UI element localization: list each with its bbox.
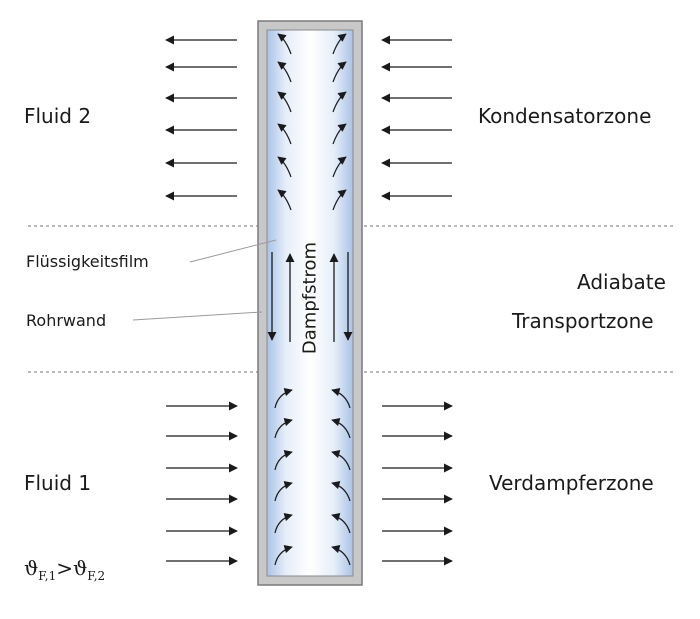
wall-leader-line [132,311,263,321]
evaporation-curve-left-arrow [274,513,293,534]
theta-2-subscript: F,2 [87,569,106,583]
evaporation-curve-right-arrow [331,481,351,502]
evaporation-curve-left-arrow [274,545,293,566]
condensation-curve-left-arrow [277,91,292,113]
evaporation-curve-right-arrow [331,418,351,439]
evaporation-curve-right-arrow [331,388,351,409]
theta-1-subscript: F,1 [38,569,57,583]
condensation-curve-left-arrow [277,61,292,83]
evaporation-curve-right-arrow [331,545,351,566]
fluid2-label: Fluid 2 [24,104,92,128]
condensation-curve-left-arrow [277,189,292,211]
adiabate-label: Adiabate [577,270,666,294]
evaporation-curve-left-arrow [274,388,293,409]
greater-than-sign: > [56,556,73,580]
dampfstrom-label: Dampfstrom [299,241,321,355]
theta-1-symbol: ϑ [24,556,39,580]
verdampferzone-label: Verdampferzone [489,471,654,495]
condensation-curve-left-arrow [277,123,292,145]
film-leader-line [189,239,277,263]
fluid1-label: Fluid 1 [24,471,92,495]
condensation-curve-left-arrow [277,156,292,178]
temperature-condition: ϑF,1>ϑF,2 [24,556,105,583]
evaporation-curve-right-arrow [331,450,351,471]
fluessigkeitsfilm-label: Flüssigkeitsfilm [26,252,149,271]
evaporation-curve-left-arrow [274,418,293,439]
kondensatorzone-label: Kondensatorzone [478,104,652,128]
evaporation-curve-left-arrow [274,481,293,502]
condensation-curve-right-arrow [332,91,347,113]
rohrwand-label: Rohrwand [26,311,107,330]
evaporation-curve-left-arrow [274,450,293,471]
transportzone-label: Transportzone [512,309,654,333]
evaporation-curve-right-arrow [331,513,351,534]
condensation-curve-right-arrow [332,123,347,145]
condensation-curve-left-arrow [277,33,292,55]
condensation-curve-right-arrow [332,189,347,211]
condensation-curve-right-arrow [332,61,347,83]
theta-2-symbol: ϑ [72,556,88,580]
condensation-curve-right-arrow [332,156,347,178]
condensation-curve-right-arrow [332,33,347,55]
